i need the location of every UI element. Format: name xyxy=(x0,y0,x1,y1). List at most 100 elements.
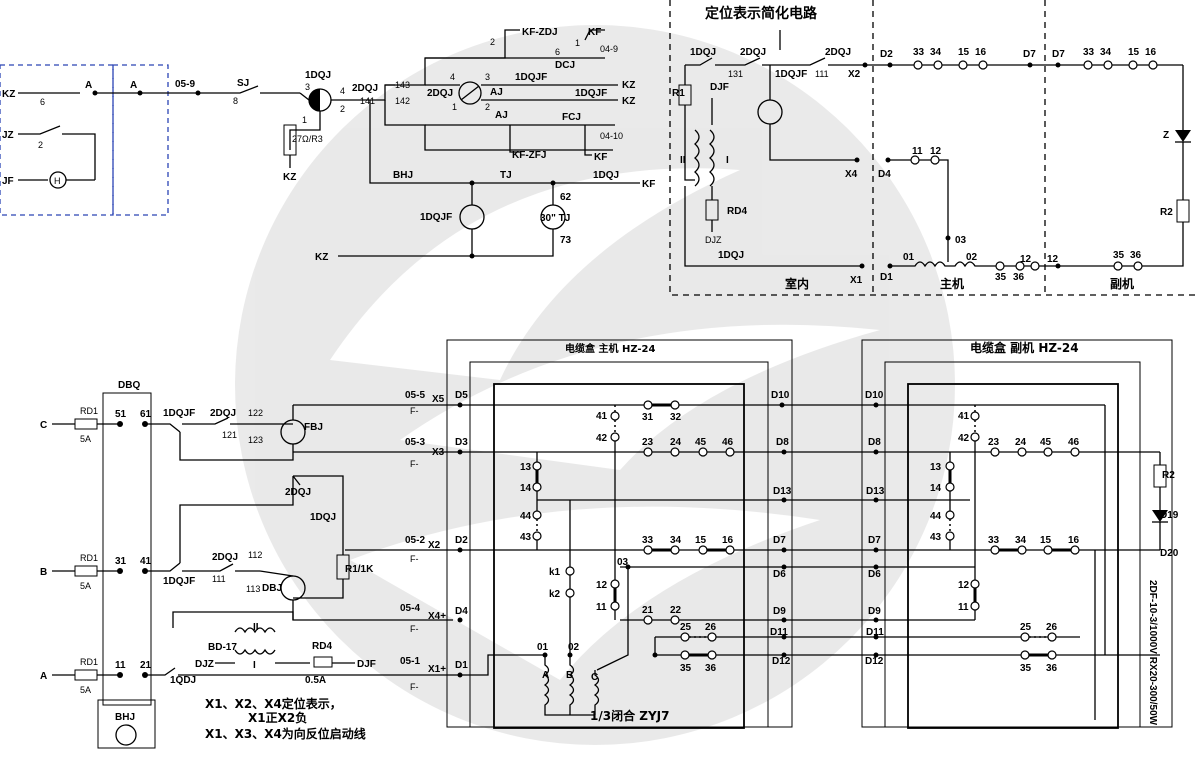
svg-text:04-10: 04-10 xyxy=(600,131,623,141)
svg-text:SJ: SJ xyxy=(237,78,249,89)
svg-text:35: 35 xyxy=(1020,663,1032,674)
svg-text:2DQJ: 2DQJ xyxy=(212,552,238,563)
svg-text:D1: D1 xyxy=(455,660,468,671)
svg-text:27Ω/R3: 27Ω/R3 xyxy=(292,134,323,144)
svg-text:41: 41 xyxy=(958,411,970,422)
svg-text:15: 15 xyxy=(1128,47,1140,58)
svg-text:A: A xyxy=(85,80,92,91)
svg-text:H: H xyxy=(54,176,61,186)
svg-text:X2: X2 xyxy=(848,69,861,80)
svg-text:26: 26 xyxy=(705,622,717,633)
svg-text:副机: 副机 xyxy=(1110,276,1134,291)
svg-text:35: 35 xyxy=(995,272,1007,283)
svg-text:43: 43 xyxy=(930,532,942,543)
svg-text:36: 36 xyxy=(1013,272,1025,283)
svg-text:2: 2 xyxy=(485,102,490,112)
svg-text:16: 16 xyxy=(1068,535,1080,546)
svg-text:DJZ: DJZ xyxy=(195,659,214,670)
svg-text:RD4: RD4 xyxy=(312,641,332,652)
svg-text:D7: D7 xyxy=(1052,49,1065,60)
svg-text:36: 36 xyxy=(705,663,717,674)
svg-text:5A: 5A xyxy=(80,685,91,695)
svg-text:BD-17: BD-17 xyxy=(208,642,237,653)
svg-text:D4: D4 xyxy=(455,606,468,617)
svg-text:22: 22 xyxy=(670,605,682,616)
svg-text:A: A xyxy=(130,80,137,91)
svg-text:46: 46 xyxy=(722,437,734,448)
svg-text:1DQJF: 1DQJF xyxy=(420,212,452,223)
svg-text:D3: D3 xyxy=(455,437,468,448)
dbq-block xyxy=(102,392,152,706)
svg-text:D9: D9 xyxy=(773,606,786,617)
svg-text:F-: F- xyxy=(410,624,419,634)
svg-text:D13: D13 xyxy=(773,486,792,497)
svg-text:34: 34 xyxy=(670,535,682,546)
svg-text:D20: D20 xyxy=(1160,548,1179,559)
svg-text:2DQJ: 2DQJ xyxy=(740,47,766,58)
zyj7-main-contacts: 41 42 31 32 23 24 45 46 13 14 44 43 33 3… xyxy=(520,400,735,716)
svg-text:BHJ: BHJ xyxy=(115,712,135,723)
svg-text:k1: k1 xyxy=(549,567,561,578)
svg-text:KZ: KZ xyxy=(622,80,635,91)
svg-text:111: 111 xyxy=(815,69,829,79)
svg-text:D7: D7 xyxy=(773,535,786,546)
svg-text:113: 113 xyxy=(246,584,260,594)
svg-text:1DQJF: 1DQJF xyxy=(775,69,807,80)
svg-text:D9: D9 xyxy=(868,606,881,617)
svg-text:23: 23 xyxy=(988,437,1000,448)
svg-text:X4+: X4+ xyxy=(428,611,446,622)
svg-text:室内: 室内 xyxy=(785,276,809,291)
svg-text:D7: D7 xyxy=(1023,49,1036,60)
svg-text:41: 41 xyxy=(140,556,152,567)
svg-text:X1、X3、X4为向反位启动线: X1、X3、X4为向反位启动线 xyxy=(205,726,366,741)
svg-text:31: 31 xyxy=(115,556,127,567)
svg-text:2DF-10-3/1000V RX20-300/50W: 2DF-10-3/1000V RX20-300/50W xyxy=(1147,580,1158,726)
svg-text:KZ: KZ xyxy=(283,172,296,183)
svg-text:DJZ: DJZ xyxy=(705,235,722,245)
svg-text:111: 111 xyxy=(212,574,226,584)
svg-text:C: C xyxy=(591,672,598,683)
svg-text:1DQJ: 1DQJ xyxy=(718,250,744,261)
svg-text:13: 13 xyxy=(520,462,532,473)
svg-text:A: A xyxy=(40,671,47,682)
svg-text:D6: D6 xyxy=(868,569,881,580)
svg-text:34: 34 xyxy=(1100,47,1112,58)
svg-text:12: 12 xyxy=(958,580,970,591)
svg-text:123: 123 xyxy=(248,435,263,445)
svg-text:0.5A: 0.5A xyxy=(305,675,326,686)
svg-text:24: 24 xyxy=(670,437,682,448)
svg-text:F-: F- xyxy=(410,554,419,564)
svg-text:1DQJF: 1DQJF xyxy=(515,72,547,83)
svg-text:12: 12 xyxy=(1047,254,1059,265)
svg-text:F-: F- xyxy=(410,459,419,469)
svg-text:33: 33 xyxy=(988,535,1000,546)
svg-text:1/3闭合 ZYJ7: 1/3闭合 ZYJ7 xyxy=(590,708,669,723)
svg-text:61: 61 xyxy=(140,409,152,420)
svg-text:11: 11 xyxy=(115,660,126,671)
svg-text:TJ: TJ xyxy=(500,170,512,181)
svg-text:11: 11 xyxy=(596,602,607,613)
svg-text:RD1: RD1 xyxy=(80,406,98,416)
svg-text:73: 73 xyxy=(560,235,572,246)
dashed-block-left xyxy=(0,64,114,216)
svg-text:45: 45 xyxy=(695,437,707,448)
svg-text:I: I xyxy=(726,155,729,166)
svg-text:36: 36 xyxy=(1130,250,1142,261)
svg-text:X1: X1 xyxy=(850,275,863,286)
svg-text:25: 25 xyxy=(680,622,692,633)
svg-text:04-9: 04-9 xyxy=(600,44,618,54)
svg-text:2DQJ: 2DQJ xyxy=(427,88,453,99)
svg-text:2DQJ: 2DQJ xyxy=(210,408,236,419)
svg-text:1DQJ: 1DQJ xyxy=(690,47,716,58)
svg-text:BHJ: BHJ xyxy=(393,170,413,181)
svg-text:42: 42 xyxy=(596,433,608,444)
svg-text:X1+: X1+ xyxy=(428,664,446,675)
svg-text:14: 14 xyxy=(930,483,942,494)
svg-text:DBJ: DBJ xyxy=(262,583,282,594)
svg-text:141: 141 xyxy=(360,96,375,106)
svg-text:JZ: JZ xyxy=(2,130,14,141)
svg-text:D19: D19 xyxy=(1160,510,1179,521)
svg-text:D10: D10 xyxy=(771,390,790,401)
svg-text:D8: D8 xyxy=(868,437,881,448)
svg-text:36: 36 xyxy=(1046,663,1058,674)
